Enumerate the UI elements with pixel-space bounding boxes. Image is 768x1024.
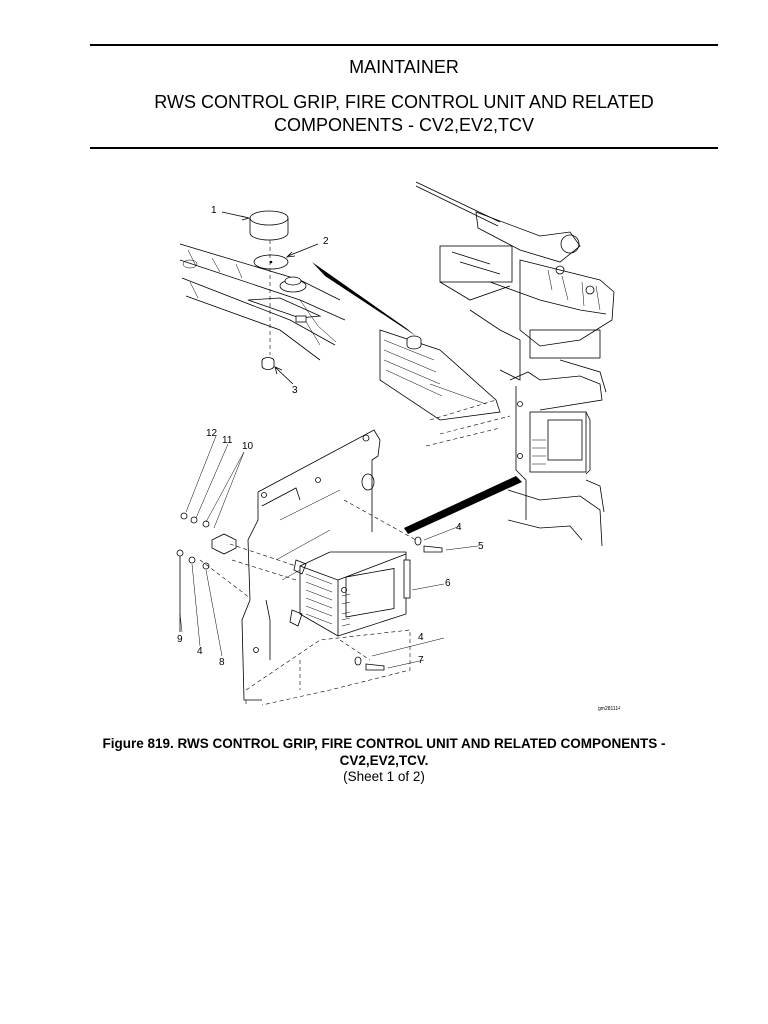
page-title-line-2: COMPONENTS - CV2,EV2,TCV [273,115,535,135]
figure-caption-line-1: Figure 819. RWS CONTROL GRIP, FIRE CONTR… [102,736,666,751]
vehicle-side-bracket [507,371,605,547]
callout-7: 7 [418,655,424,666]
callout-leaders [179,435,479,669]
nut-3 [261,357,275,370]
callout-12: 12 [206,428,218,439]
callout-2: 2 [323,236,329,247]
callout-10: 10 [242,441,254,452]
fcu-hardware [176,499,443,671]
grip-cap [249,210,289,241]
mounting-plate [241,429,381,701]
callout-3: 3 [292,385,298,396]
section-label: MAINTAINER [349,57,459,77]
exploded-view-illustration: 1 2 3 [176,181,620,712]
callout-4-upper: 4 [456,522,462,533]
header-bottom-rule [90,147,718,149]
callout-4-lower: 4 [418,632,424,643]
header-top-rule [90,44,718,46]
base-plate [245,629,411,706]
callout-8: 8 [219,657,225,668]
leader-wedge-upper [312,262,416,336]
control-grip-mount-detail [179,243,346,361]
fire-control-unit [289,551,411,637]
vehicle-roof-structure [379,329,511,447]
callout-11: 11 [222,435,233,446]
page-title-line-1: RWS CONTROL GRIP, FIRE CONTROL UNIT AND … [154,92,654,112]
callout-5: 5 [478,541,484,552]
figure-caption-line-2: CV2,EV2,TCV. [339,753,429,768]
weapon-station [415,181,615,393]
callout-9: 9 [177,634,183,645]
callout-1: 1 [211,205,217,216]
leader-wedge-lower [404,476,522,534]
drawing-id: gm281114r1 [598,706,620,712]
figure-sheet-label: (Sheet 1 of 2) [343,769,425,784]
callout-4-left: 4 [197,646,203,657]
callout-6: 6 [445,578,451,589]
